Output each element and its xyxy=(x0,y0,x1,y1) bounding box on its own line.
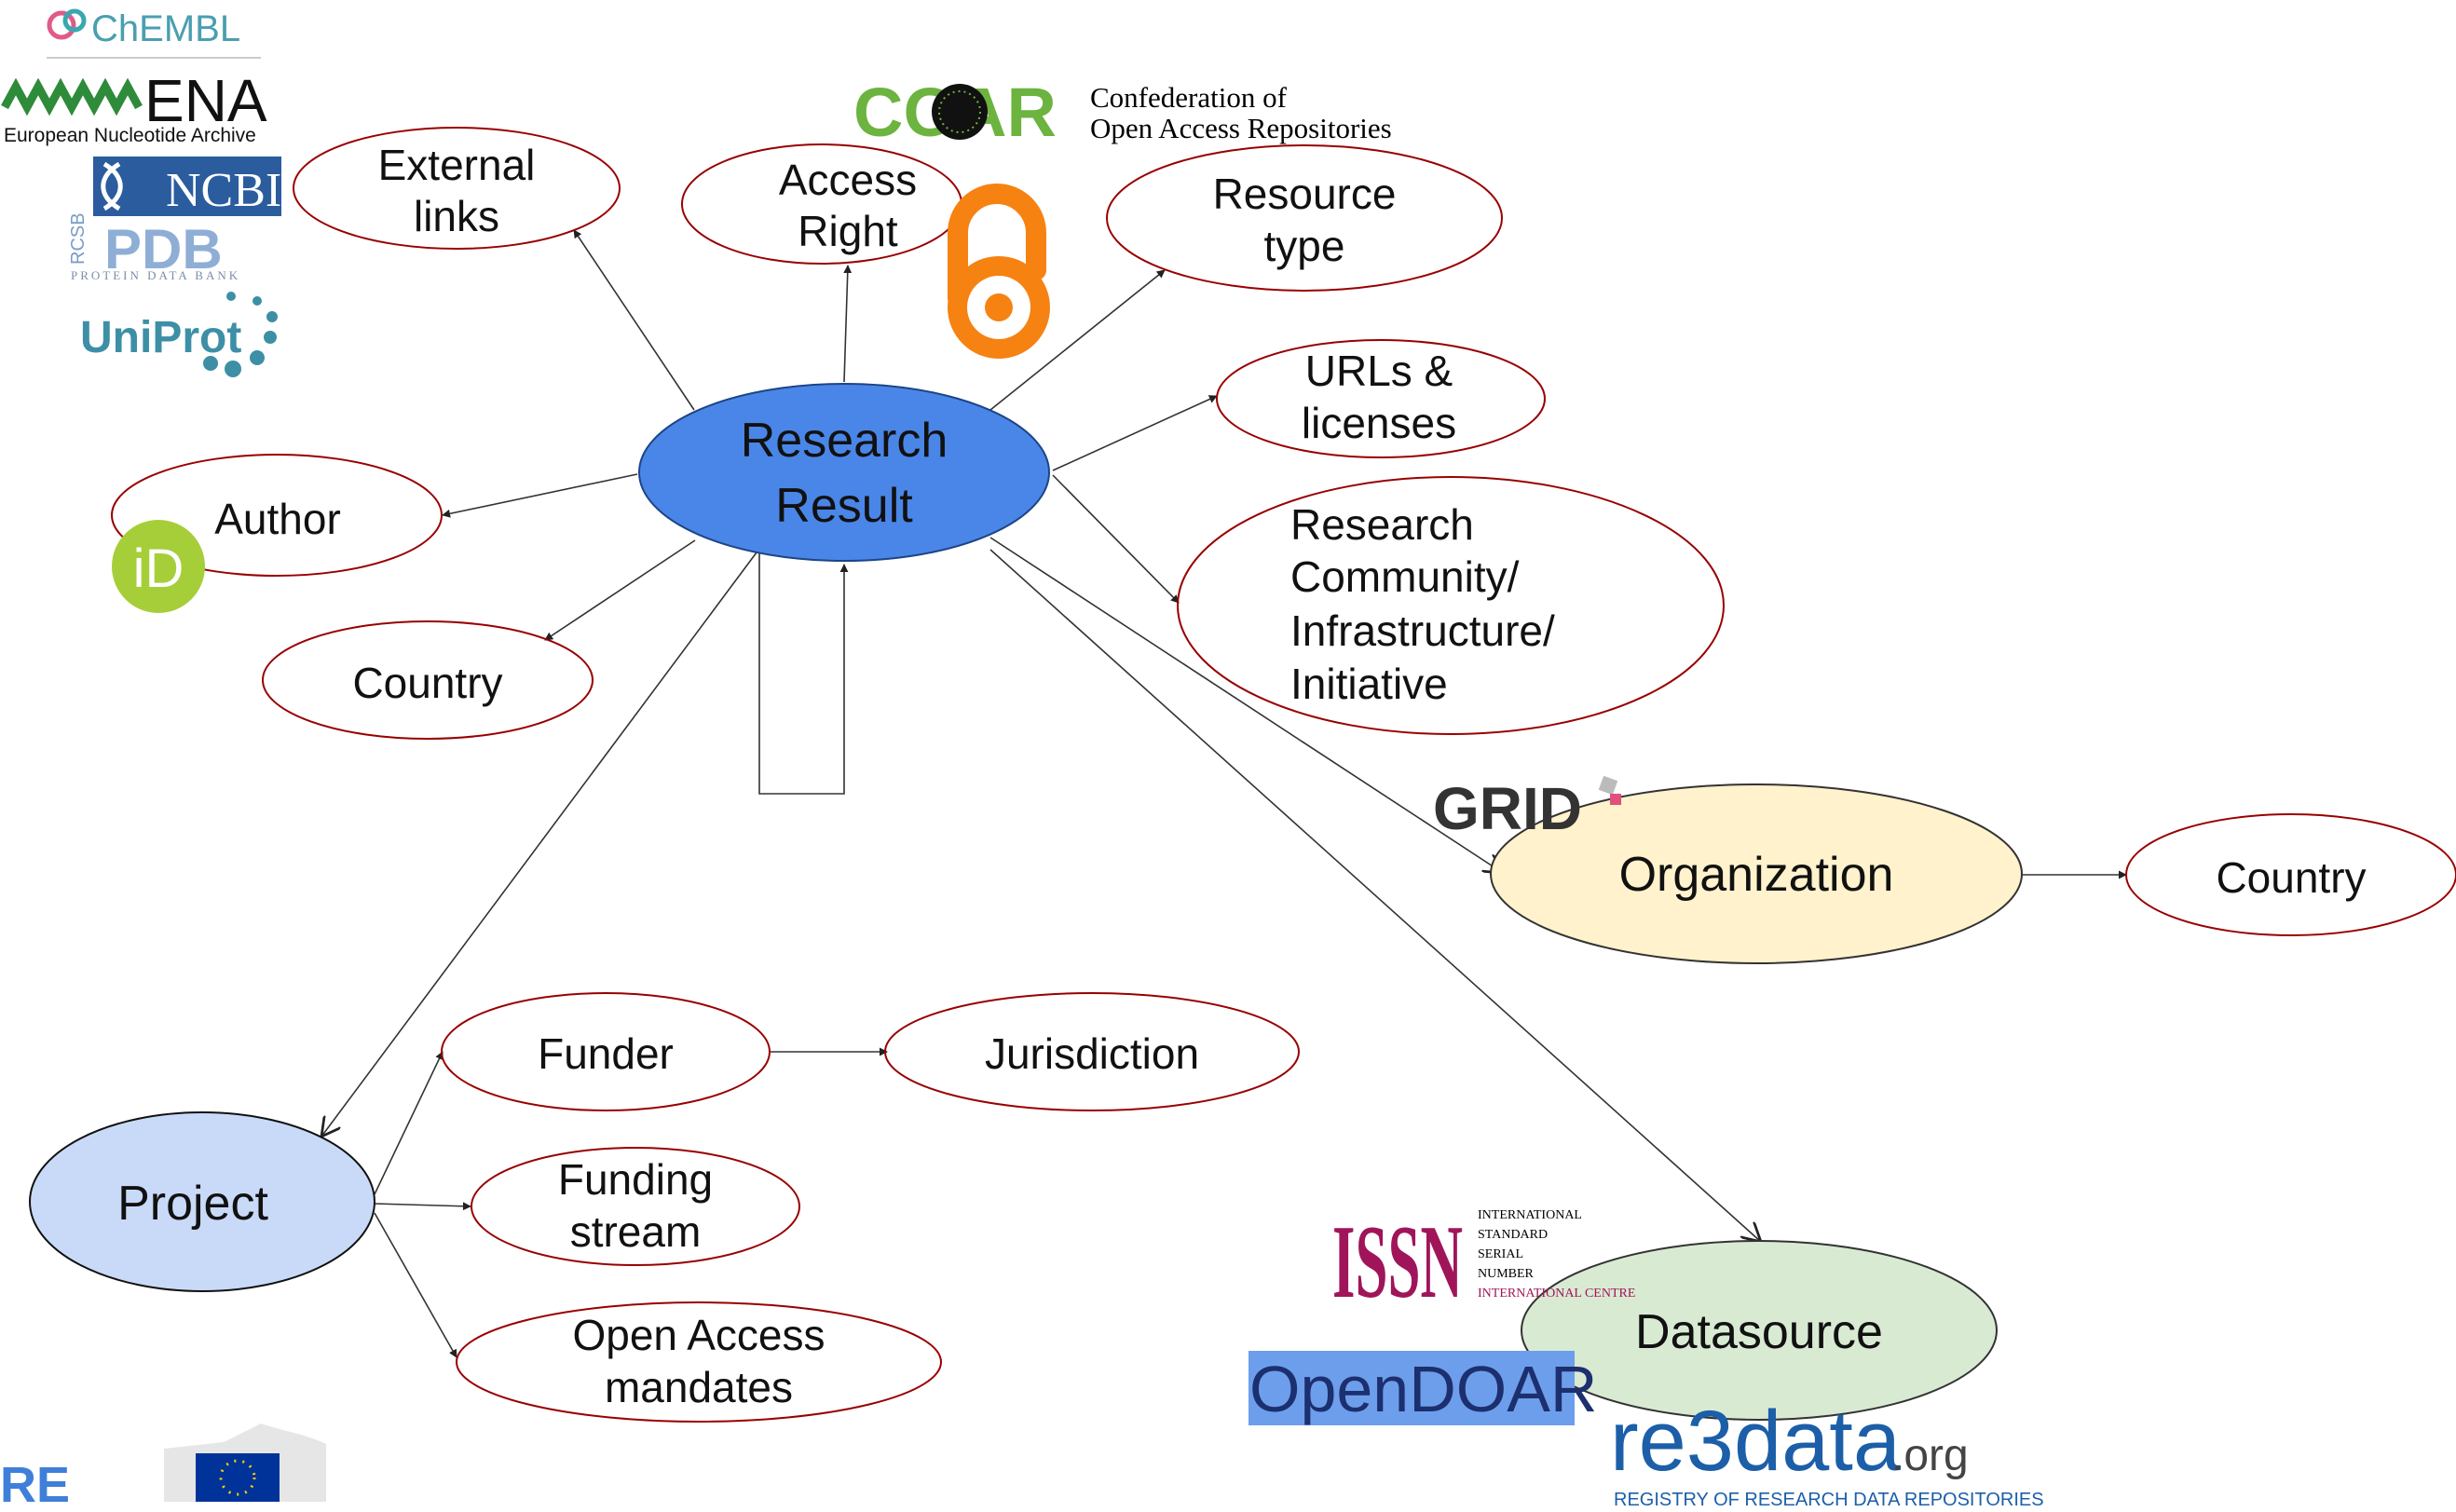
edge-result-author xyxy=(442,473,638,518)
funder-label: Funder xyxy=(538,1029,674,1078)
chembl-logo-text: ChEMBL xyxy=(91,8,240,49)
ena-logo-text: ENA xyxy=(144,67,267,134)
edge-result-external-links xyxy=(573,229,695,411)
coar-logo-line2: Open Access Repositories xyxy=(1090,112,1392,144)
edge-result-project xyxy=(321,552,757,1137)
research-result-label-1: Research xyxy=(741,414,948,468)
oa-mandates-label-1: Open Access xyxy=(572,1311,825,1359)
node-access-right[interactable]: Access Right xyxy=(681,143,962,265)
node-funding-stream[interactable]: Funding stream xyxy=(471,1147,800,1266)
organization-label: Organization xyxy=(1619,848,1894,902)
node-organization[interactable]: Organization xyxy=(1490,783,2023,964)
node-resource-type[interactable]: Resource type xyxy=(1106,144,1503,292)
pdb-logo-side: RCSB xyxy=(68,212,89,265)
orcid-icon-text: iD xyxy=(133,538,184,599)
external-links-label-1: External xyxy=(378,141,536,189)
partial-logo-text: RE xyxy=(0,1457,70,1512)
research-community-label-3: Infrastructure/ xyxy=(1290,606,1555,655)
chembl-logo: ChEMBL xyxy=(47,8,261,59)
country-right-label: Country xyxy=(2216,853,2366,902)
edge-result-self-loop xyxy=(758,550,849,795)
opendoar-logo-text: OpenDOAR xyxy=(1249,1353,1597,1425)
node-oa-mandates[interactable]: Open Access mandates xyxy=(456,1301,942,1423)
oa-mandates-label-2: mandates xyxy=(605,1363,793,1411)
author-label: Author xyxy=(214,495,341,543)
ncbi-logo-text: NCBI xyxy=(166,164,281,217)
issn-logo-line-2: STANDARD xyxy=(1478,1228,1548,1242)
connectors xyxy=(321,229,2127,1358)
urls-licenses-label-2: licenses xyxy=(1302,399,1456,447)
re3data-logo-subtitle: REGISTRY OF RESEARCH DATA REPOSITORIES xyxy=(1614,1490,2044,1510)
pdb-logo-text: PDB xyxy=(104,218,223,280)
edge-result-organization xyxy=(989,537,1503,873)
edge-result-access-right xyxy=(843,265,853,383)
node-datasource[interactable]: Datasource xyxy=(1521,1240,1998,1421)
issn-logo-line-1: INTERNATIONAL xyxy=(1478,1208,1582,1222)
node-funder[interactable]: Funder xyxy=(441,992,771,1111)
node-research-community[interactable]: Research Community/ Infrastructure/ Init… xyxy=(1177,476,1725,735)
edge-result-community xyxy=(1052,474,1180,604)
issn-logo-line-4: NUMBER xyxy=(1478,1267,1535,1281)
node-external-links[interactable]: External links xyxy=(293,127,621,250)
node-project[interactable]: Project xyxy=(29,1111,375,1292)
edge-result-datasource xyxy=(989,549,1761,1242)
node-urls-licenses[interactable]: URLs & licenses xyxy=(1216,339,1546,458)
node-author[interactable]: Author xyxy=(111,454,443,577)
node-country-right[interactable]: Country xyxy=(2125,813,2456,936)
issn-logo-line-3: SERIAL xyxy=(1478,1247,1523,1261)
partial-logo: RE xyxy=(0,1457,70,1512)
research-community-label-1: Research xyxy=(1290,500,1474,549)
node-country-left[interactable]: Country xyxy=(262,620,594,740)
research-result-label-2: Result xyxy=(775,479,913,533)
node-research-result[interactable]: Research Result xyxy=(638,383,1050,562)
edge-project-funding-stream xyxy=(374,1202,471,1211)
uniprot-logo: UniProt xyxy=(80,292,278,377)
urls-licenses-label-1: URLs & xyxy=(1305,347,1453,395)
access-right-label-2: Right xyxy=(798,207,898,255)
edge-result-urls-licenses xyxy=(1052,395,1218,471)
research-community-label-4: Initiative xyxy=(1290,660,1448,708)
funding-stream-label-1: Funding xyxy=(558,1155,713,1204)
orcid-icon: iD xyxy=(112,520,205,613)
re3data-logo-org: .org xyxy=(1891,1431,1969,1480)
uniprot-logo-text: UniProt xyxy=(80,313,241,362)
opendoar-logo: OpenDOAR xyxy=(1248,1351,1597,1425)
resource-type-label-2: type xyxy=(1264,222,1345,270)
datasource-label: Datasource xyxy=(1635,1305,1883,1359)
project-label: Project xyxy=(117,1177,268,1231)
coar-logo-line1: Confederation of xyxy=(1090,81,1288,114)
re3data-logo: re3data .org REGISTRY OF RESEARCH DATA R… xyxy=(1610,1394,2044,1510)
issn-logo: ISSN INTERNATIONAL STANDARD SERIAL NUMBE… xyxy=(1332,1205,1635,1320)
grid-logo: GRID xyxy=(1433,775,1621,842)
edge-result-country xyxy=(544,539,696,641)
pdb-logo-subtitle: PROTEIN DATA BANK xyxy=(71,268,240,282)
edge-project-funder xyxy=(374,1051,443,1195)
node-jurisdiction[interactable]: Jurisdiction xyxy=(884,992,1300,1111)
funding-stream-label-2: stream xyxy=(570,1207,702,1256)
re3data-logo-text: re3data xyxy=(1610,1394,1902,1489)
jurisdiction-label: Jurisdiction xyxy=(985,1029,1199,1078)
external-links-label-2: links xyxy=(414,192,499,240)
pdb-logo: RCSB PDB PROTEIN DATA BANK xyxy=(68,212,240,282)
research-community-label-2: Community/ xyxy=(1290,552,1520,601)
edge-project-oa-mandates xyxy=(374,1212,457,1358)
ena-logo: ENA European Nucleotide Archive xyxy=(1,67,267,146)
issn-logo-text: ISSN xyxy=(1332,1205,1463,1320)
grid-logo-text: GRID xyxy=(1433,775,1582,842)
issn-logo-line-5: INTERNATIONAL CENTRE xyxy=(1478,1287,1635,1301)
coar-logo: COAR Confederation of Open Access Reposi… xyxy=(853,74,1392,151)
eu-flag-logo xyxy=(164,1423,326,1502)
access-right-label-1: Access xyxy=(779,156,917,204)
open-access-lock-icon xyxy=(948,184,1050,359)
resource-type-label-1: Resource xyxy=(1213,170,1397,218)
edge-result-resource-type xyxy=(989,269,1166,411)
country-left-label: Country xyxy=(352,659,502,707)
ena-logo-subtitle: European Nucleotide Archive xyxy=(4,125,256,146)
ncbi-logo: NCBI xyxy=(93,157,281,217)
